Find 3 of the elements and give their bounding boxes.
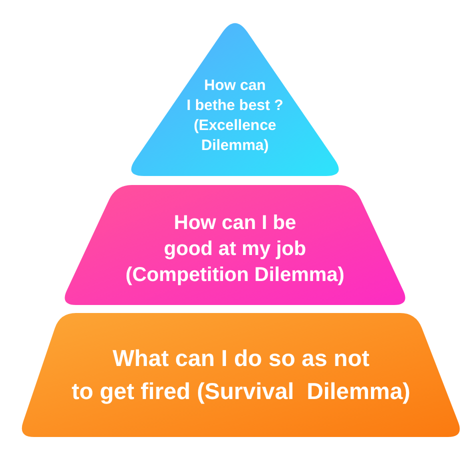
tier-label: How can I bethe best ? (Excellence Dilemma): [186, 76, 284, 156]
tier-label: What can I do so as not to get fired (Survival Dilemma): [72, 344, 410, 406]
tier-label: How can I be good at my job (Competition Dilemma): [126, 211, 344, 288]
